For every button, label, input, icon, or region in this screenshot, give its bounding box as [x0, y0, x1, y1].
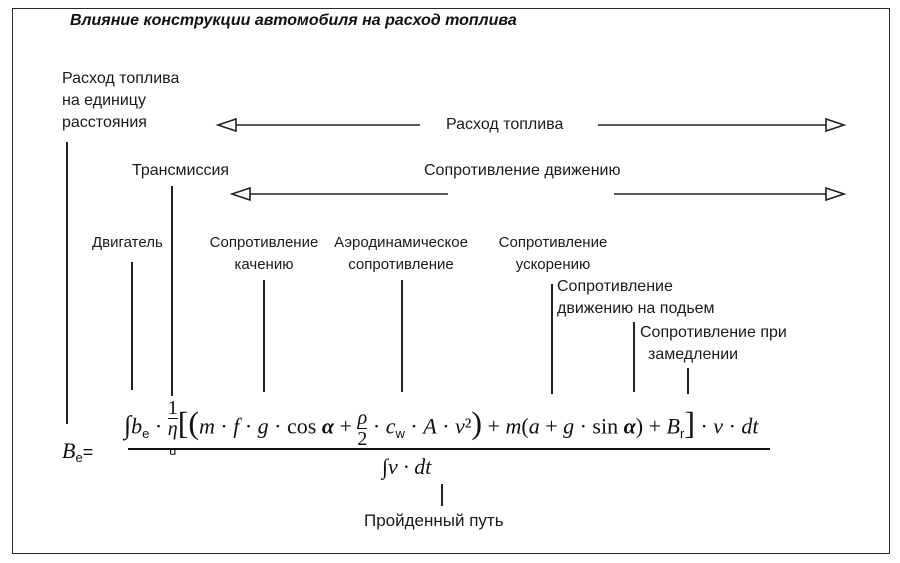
- diagram-title: Влияние конструкции автомобиля на расход…: [70, 12, 517, 29]
- line-aero: [401, 280, 403, 392]
- label-fuel-per-distance: Расход топлива на единицу расстояния: [62, 70, 180, 131]
- label-motion-resistance: Сопротивление движению: [424, 162, 621, 179]
- formula-denominator: ∫v · dt: [382, 454, 432, 479]
- fraction-line: [128, 448, 770, 450]
- label-engine: Двигатель: [92, 234, 163, 251]
- label-distance-travelled: Пройденный путь: [364, 511, 504, 530]
- fuel-consumption-arrow: [215, 117, 847, 133]
- motion-resistance-arrow: [229, 186, 847, 202]
- line-climbing: [633, 322, 635, 392]
- line-fuel-per-distance: [66, 142, 68, 424]
- line-distance: [441, 484, 443, 506]
- line-rolling: [263, 280, 265, 392]
- line-transmission: [171, 186, 173, 396]
- label-climbing-resistance: Сопротивление движению на подьем: [557, 278, 715, 317]
- label-transmission: Трансмиссия: [132, 162, 230, 179]
- label-aero-resistance: Аэродинамическое сопротивление: [334, 234, 468, 273]
- line-acceleration: [551, 284, 553, 394]
- label-acceleration-resistance: Сопротивление ускорению: [498, 234, 608, 273]
- label-rolling-resistance: Сопротивление качению: [209, 234, 319, 273]
- line-braking: [687, 368, 689, 394]
- formula-lhs: Be=: [62, 438, 94, 465]
- diagram-frame: [12, 8, 890, 554]
- label-braking-resistance: Сопротивление при замедлении: [640, 324, 787, 363]
- label-fuel-consumption: Расход топлива: [446, 116, 564, 133]
- line-engine: [131, 262, 133, 390]
